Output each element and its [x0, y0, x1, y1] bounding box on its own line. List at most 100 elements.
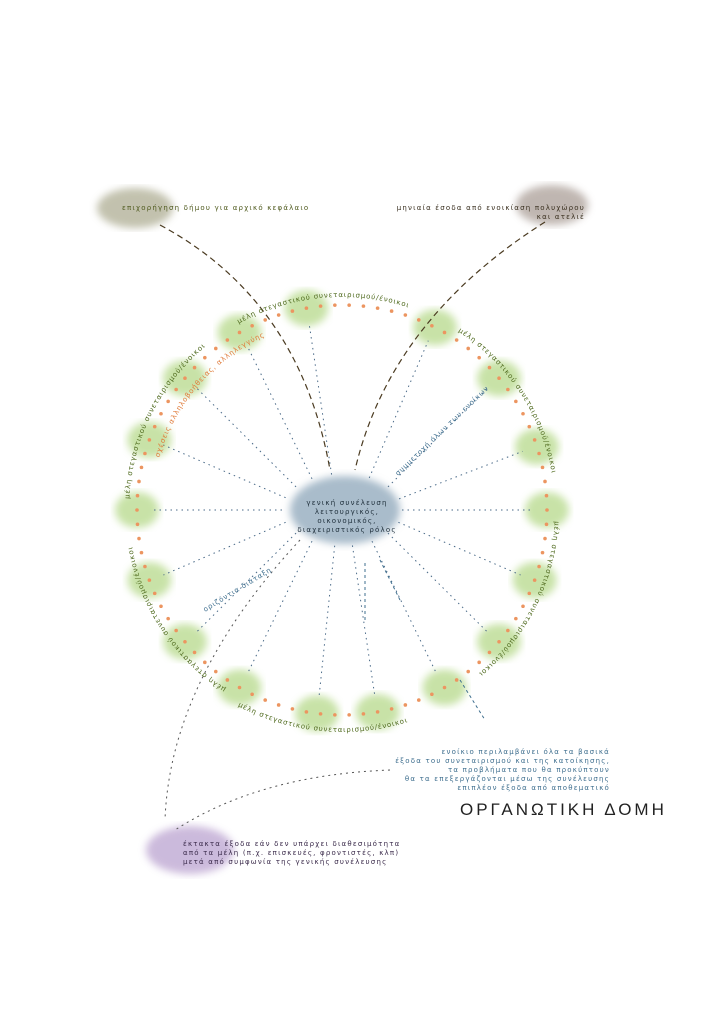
ring-dot: [375, 306, 380, 310]
ring-dot: [521, 411, 525, 416]
spokes: [152, 322, 532, 699]
rental-line1: μηνιαία έσοδα από ενοικίαση πολυχώρου: [396, 204, 585, 212]
ring-dot: [487, 650, 492, 655]
ring-dot: [213, 346, 218, 351]
ring-dot: [532, 578, 537, 582]
ring-dot: [416, 698, 421, 702]
ring-dot: [333, 303, 337, 307]
extra-costs-line: από τα μέλη (π.χ. επισκευές, φροντιστές,…: [183, 849, 400, 857]
ring-dot: [454, 678, 459, 682]
ring-dot: [143, 451, 147, 456]
spoke-line: [398, 450, 523, 500]
ring-dot: [466, 669, 471, 674]
ring-dot: [506, 628, 510, 633]
rent-arrow: [459, 679, 486, 721]
ring-dot: [361, 304, 366, 308]
rent-note-line: ενοίκιο περιλαμβάνει όλα τα βασικά: [441, 748, 610, 756]
ring-dot: [225, 338, 230, 342]
ring-dot: [487, 365, 492, 370]
spoke-line: [163, 521, 286, 576]
ring-dot: [237, 330, 242, 335]
ring-dot: [159, 411, 163, 416]
rent-note-line: επιπλέον έξοδα από αποθεματικό: [457, 784, 610, 792]
ring-dot: [543, 536, 547, 541]
ring-dot: [454, 338, 459, 342]
ring-dot: [183, 639, 187, 644]
ring-dot: [135, 522, 140, 527]
ring-dot: [527, 424, 532, 429]
ring-dot: [290, 707, 295, 711]
ring-dot: [263, 318, 268, 322]
ring-dot: [290, 309, 295, 313]
ring-dot: [152, 591, 157, 596]
ring-dot: [166, 399, 170, 404]
municipality-blob: [97, 188, 173, 228]
spoke-line: [246, 345, 313, 480]
extra-costs-arrow-1: [164, 539, 301, 821]
ring-dot: [532, 438, 537, 442]
rent-note-line: τα προβλήματα που θα προκύπτουν: [447, 766, 610, 774]
spoke-line: [308, 322, 333, 475]
ring-dot: [304, 306, 309, 310]
extra-costs-line: έκτακτα έξοδα εάν δεν υπάρχει διαθεσιμότ…: [183, 840, 401, 848]
rental-arrow: [354, 221, 546, 471]
ring-dot: [537, 564, 541, 569]
ring-dot: [540, 465, 545, 470]
member-node: [295, 695, 340, 732]
ring-dot: [544, 522, 549, 527]
extra-costs-line: μετά από συμφωνία της γενικής συνέλευσης: [183, 858, 388, 866]
ring-dot: [545, 508, 549, 512]
ring-dot: [347, 303, 351, 307]
rent-arrow-3: [379, 559, 401, 601]
ring-dot: [514, 616, 518, 621]
ring-dot: [137, 479, 141, 484]
ring-dot: [137, 536, 141, 541]
ring-dot: [389, 707, 394, 711]
ring-dot: [477, 355, 481, 360]
ring-dot: [192, 365, 197, 370]
ring-dot: [442, 685, 447, 690]
ring-dot: [514, 399, 518, 404]
ring-dot: [152, 424, 157, 429]
spoke-line: [387, 532, 488, 633]
ring-dot: [537, 451, 541, 456]
ring-dot: [527, 591, 532, 596]
ring-dot: [203, 355, 207, 360]
ring-dot: [416, 318, 421, 322]
ring-dot: [430, 323, 434, 328]
spoke-line: [387, 387, 488, 488]
extra-costs-note: έκτακτα έξοδα εάν δεν υπάρχει διαθεσιμότ…: [183, 840, 400, 867]
ring-dot: [430, 692, 434, 697]
spoke-line: [371, 540, 438, 675]
rent-note-line: έξοδα του συνεταιρισμού και της κατοίκησ…: [395, 757, 610, 765]
ring-dot: [183, 376, 187, 381]
ring-dot: [543, 479, 547, 484]
assembly-blob: [290, 476, 400, 544]
ring-dot: [521, 604, 525, 609]
ring-dot: [347, 713, 351, 717]
assembly-line1: γενική συνέλευση: [306, 499, 388, 507]
spoke-line: [196, 532, 297, 633]
ring-dot: [375, 710, 380, 714]
ring-dot: [544, 493, 549, 498]
ring-dot: [203, 660, 207, 665]
ring-dot: [192, 650, 197, 655]
ring-dot: [318, 304, 323, 308]
ring-dot: [361, 712, 366, 716]
ring-dot: [250, 323, 254, 328]
ring-dot: [250, 692, 254, 697]
ring-dot: [159, 604, 163, 609]
ring-dot: [139, 550, 144, 555]
spoke-line: [398, 521, 521, 576]
rental-blob: [516, 185, 588, 225]
ring-dot: [174, 628, 178, 633]
horizontal-label: οριζόντια διάταξη: [202, 566, 273, 614]
ring-dot: [540, 550, 545, 555]
ring-dot: [213, 669, 218, 674]
extra-costs-blob: [146, 826, 234, 874]
ring-dot: [174, 387, 178, 392]
rent-note: ενοίκιο περιλαμβάνει όλα τα βασικά έξοδα…: [390, 748, 610, 793]
spoke-line: [196, 387, 297, 488]
rental-label: μηνιαία έσοδα από ενοικίαση πολυχώρου κα…: [385, 204, 585, 222]
ring-dot: [466, 346, 471, 351]
